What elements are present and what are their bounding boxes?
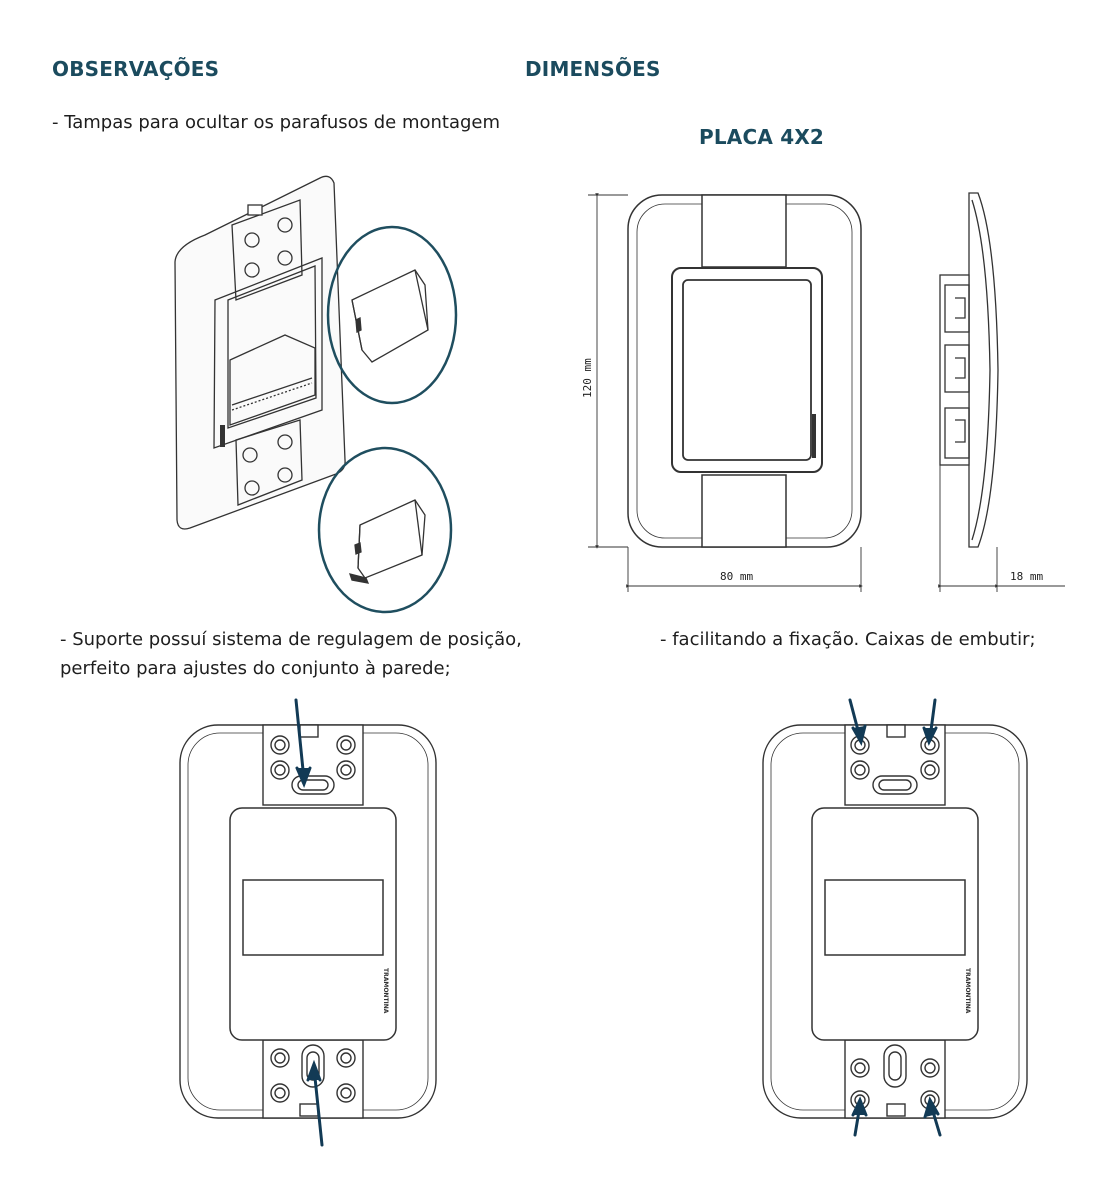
perspective-plate-drawing — [174, 175, 346, 530]
brand-mark-left: TRAMONTINA — [382, 968, 389, 1014]
fixing-arrows — [848, 698, 942, 1137]
callout-top — [326, 225, 458, 405]
adjustment-arrows — [294, 698, 324, 1147]
adjustment-plate-drawing — [179, 724, 437, 1119]
height-dimension — [588, 193, 628, 549]
depth-label: 18 mm — [1010, 570, 1043, 583]
note-covers: - Tampas para ocultar os parafusos de mo… — [52, 112, 501, 133]
height-label: 120 mm — [581, 358, 594, 398]
note-support-line2: perfeito para ajustes do conjunto à pare… — [60, 658, 451, 679]
dimensions-heading: DIMENSÕES — [525, 57, 661, 81]
depth-dimension — [938, 465, 1065, 592]
note-support-line1: - Suporte possuí sistema de regulagem de… — [60, 629, 522, 650]
callout-bottom — [317, 446, 453, 614]
front-view-plate — [627, 194, 862, 548]
note-fixing: - facilitando a fixação. Caixas de embut… — [660, 629, 1036, 650]
fixing-plate-drawing — [762, 724, 1028, 1119]
width-label: 80 mm — [720, 570, 753, 583]
side-view-plate — [939, 192, 999, 548]
plate-title: PLACA 4X2 — [699, 125, 825, 149]
brand-mark-right: TRAMONTINA — [964, 968, 971, 1014]
width-dimension — [626, 547, 863, 592]
screw-cover-bottom — [349, 499, 426, 584]
screw-cover-top — [351, 269, 429, 363]
observations-heading: OBSERVAÇÕES — [52, 57, 220, 81]
